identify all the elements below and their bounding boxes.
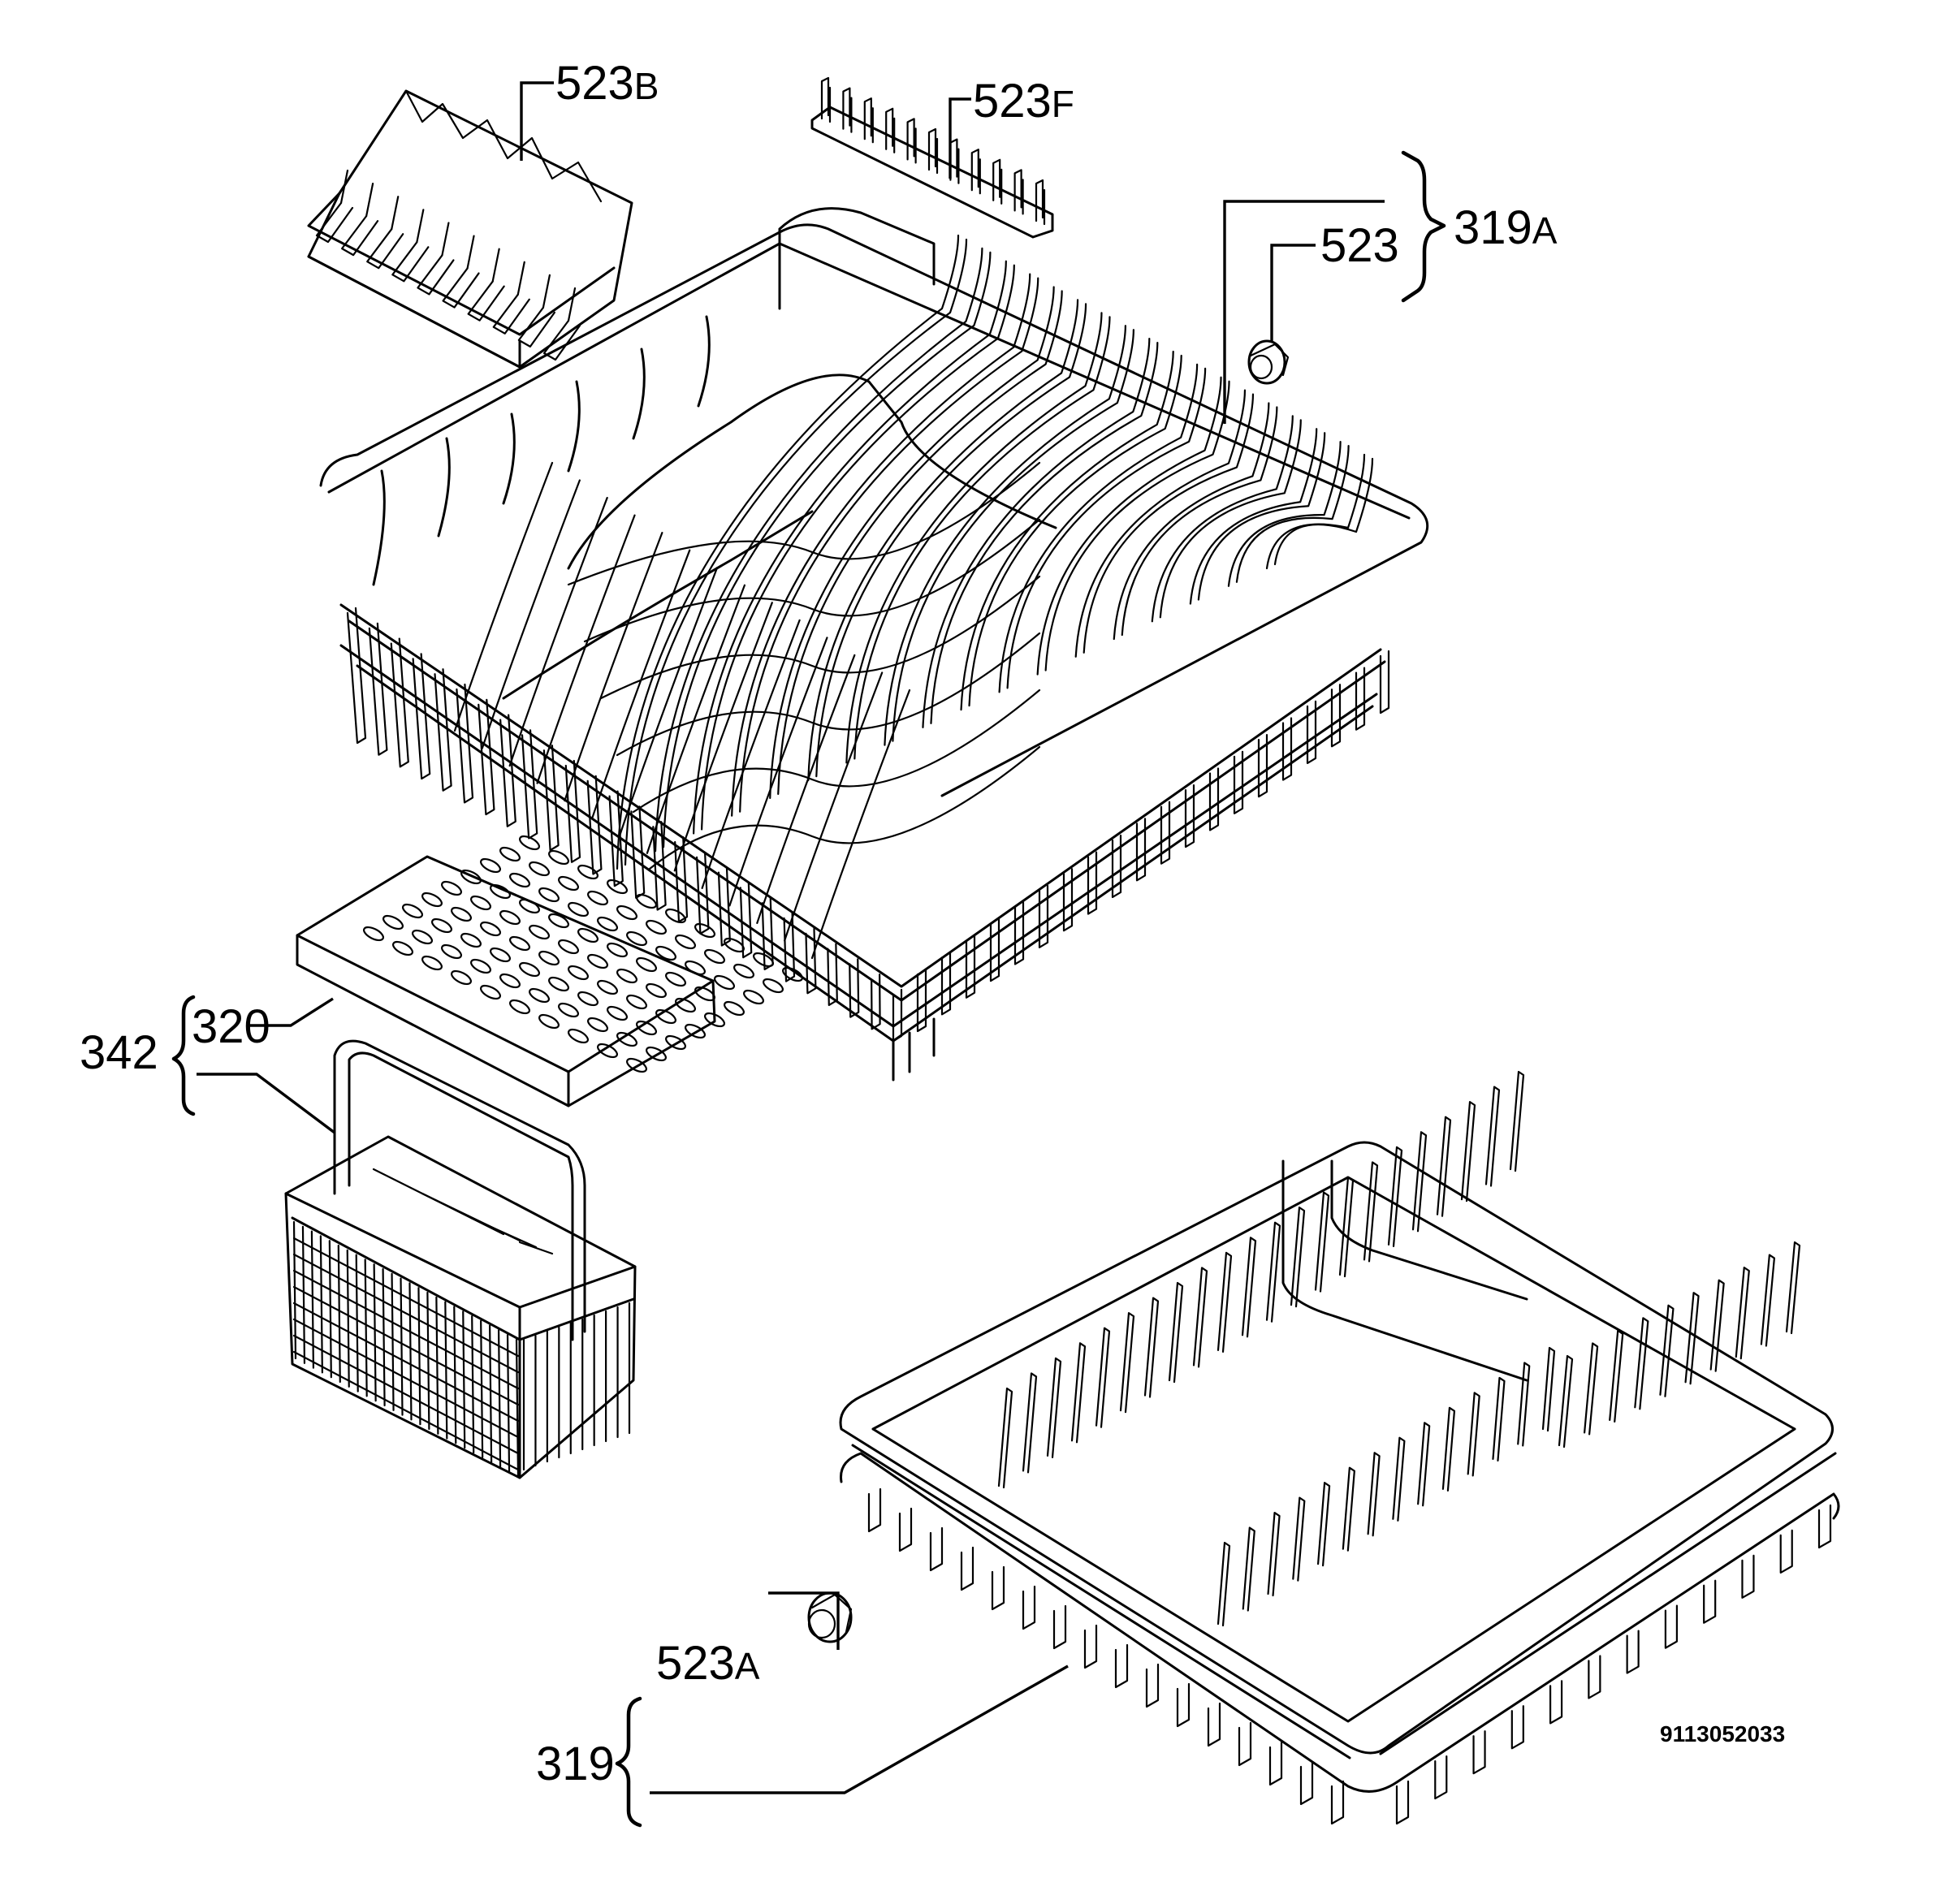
label-523-number: 523: [1320, 219, 1399, 272]
wheel-523: [1247, 339, 1290, 385]
cover-slots: [363, 835, 803, 1073]
label-523b-suffix: B: [633, 65, 659, 107]
brace-342: [171, 995, 196, 1116]
label-523f: 523F: [973, 78, 1074, 125]
label-523b: 523B: [555, 60, 659, 107]
leader-lines: [197, 81, 1385, 1794]
basket-mesh: [292, 1168, 631, 1478]
label-319a-number: 319: [1454, 201, 1532, 254]
upper-basket: [319, 207, 1429, 1082]
wheel-523a: [807, 1591, 853, 1643]
label-320: 320: [192, 1004, 270, 1051]
document-number: 9113052033: [1660, 1721, 1786, 1746]
label-523f-suffix: F: [1051, 83, 1074, 125]
brace-319a: [1401, 150, 1446, 303]
label-319-number: 319: [536, 1738, 615, 1790]
label-319a-suffix: A: [1532, 209, 1558, 252]
label-319a: 319A: [1454, 205, 1557, 252]
plate-insert-fingers: [315, 169, 581, 361]
label-319: 319: [536, 1741, 615, 1788]
comb-strip-523f: [810, 76, 1054, 239]
comb-teeth: [820, 76, 1046, 226]
lower-basket: [839, 1070, 1840, 1825]
cutlery-basket-342: [284, 1039, 637, 1479]
label-523: 523: [1320, 222, 1399, 270]
cutlery-cover-320: [296, 835, 803, 1107]
lower-basket-legs: [867, 1487, 1832, 1825]
label-320-number: 320: [192, 1000, 270, 1053]
braces: [171, 150, 1446, 1828]
upper-basket-right-wires: [916, 650, 1390, 1033]
label-342-number: 342: [80, 1026, 158, 1079]
label-523a-suffix: A: [734, 1645, 760, 1687]
label-342: 342: [80, 1030, 158, 1077]
label-523a: 523A: [656, 1640, 759, 1687]
lower-basket-tines: [997, 1070, 1801, 1627]
brace-319: [615, 1696, 642, 1828]
plate-insert-523b: [307, 89, 633, 369]
upper-basket-plate-tines: [453, 234, 1374, 960]
label-523b-number: 523: [555, 57, 634, 110]
label-523f-number: 523: [973, 75, 1052, 127]
label-523a-number: 523: [656, 1637, 735, 1690]
